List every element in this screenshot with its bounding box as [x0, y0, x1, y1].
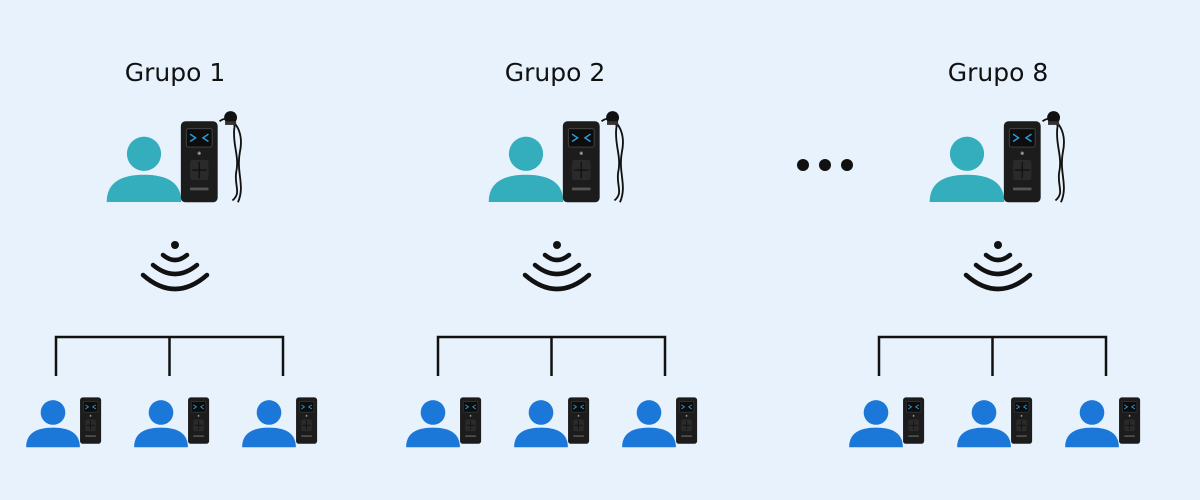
svg-text:◉: ◉	[1020, 414, 1023, 417]
receiver-device-icon: ◉	[459, 388, 499, 450]
transmitter-with-lapel-mic-icon: ◉	[561, 108, 631, 210]
group-8: Grupo 8 ◉ ◉	[848, 0, 1148, 500]
transmitter-with-lapel-mic-icon: ◉	[179, 108, 249, 210]
listener-person-icon	[513, 396, 569, 448]
svg-text:◉: ◉	[579, 151, 583, 156]
svg-text:◉: ◉	[1128, 414, 1131, 417]
svg-text:◉: ◉	[197, 414, 200, 417]
guide-person-icon	[487, 132, 565, 202]
distribution-tree	[54, 335, 285, 378]
group-title: Grupo 2	[504, 58, 606, 87]
group-title: Grupo 8	[947, 58, 1049, 87]
svg-text:◉: ◉	[1020, 151, 1024, 156]
listener-person-icon	[133, 396, 189, 448]
listener-person-icon	[241, 396, 297, 448]
receiver-device-icon: ◉	[295, 388, 335, 450]
receiver-device-icon: ◉	[902, 388, 942, 450]
distribution-tree	[436, 335, 667, 378]
listener-person-icon	[1064, 396, 1120, 448]
wireless-signal-icon	[958, 233, 1038, 303]
receiver-device-icon: ◉	[79, 388, 119, 450]
svg-text:◉: ◉	[912, 414, 915, 417]
svg-text:◉: ◉	[685, 414, 688, 417]
listener-person-icon	[621, 396, 677, 448]
wireless-signal-icon	[135, 233, 215, 303]
receiver-device-icon: ◉	[1118, 388, 1158, 450]
group-1: Grupo 1 ◉ ◉	[25, 0, 325, 500]
svg-text:◉: ◉	[469, 414, 472, 417]
guide-person-icon	[105, 132, 183, 202]
svg-text:◉: ◉	[89, 414, 92, 417]
group-title: Grupo 1	[124, 58, 226, 87]
receiver-device-icon: ◉	[567, 388, 607, 450]
wireless-signal-icon	[517, 233, 597, 303]
guide-person-icon	[928, 132, 1006, 202]
svg-text:◉: ◉	[197, 151, 201, 156]
transmitter-with-lapel-mic-icon: ◉	[1002, 108, 1072, 210]
listener-person-icon	[25, 396, 81, 448]
listener-person-icon	[405, 396, 461, 448]
group-2: Grupo 2 ◉ ◉	[405, 0, 705, 500]
svg-text:◉: ◉	[305, 414, 308, 417]
receiver-device-icon: ◉	[1010, 388, 1050, 450]
receiver-device-icon: ◉	[675, 388, 715, 450]
listener-person-icon	[956, 396, 1012, 448]
receiver-device-icon: ◉	[187, 388, 227, 450]
ellipsis-icon	[785, 145, 865, 185]
distribution-tree	[877, 335, 1108, 378]
svg-text:◉: ◉	[577, 414, 580, 417]
listener-person-icon	[848, 396, 904, 448]
